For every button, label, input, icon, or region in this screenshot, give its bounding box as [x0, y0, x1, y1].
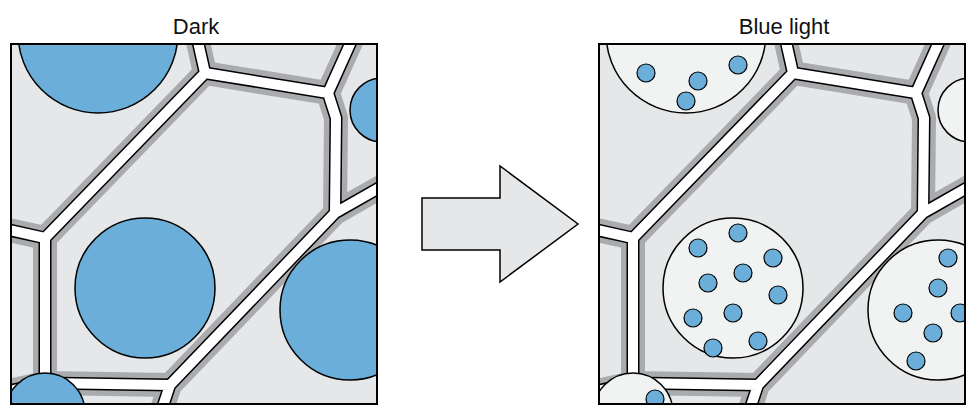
image-panel: Blue light — [598, 43, 966, 405]
blue-light-cells — [588, 0, 980, 416]
dark-cells — [0, 0, 420, 416]
image-panel: Dark — [10, 43, 378, 405]
panel-heading: Blue light — [739, 14, 830, 39]
panel-heading: Dark — [173, 14, 219, 39]
block-arrow — [422, 166, 578, 282]
